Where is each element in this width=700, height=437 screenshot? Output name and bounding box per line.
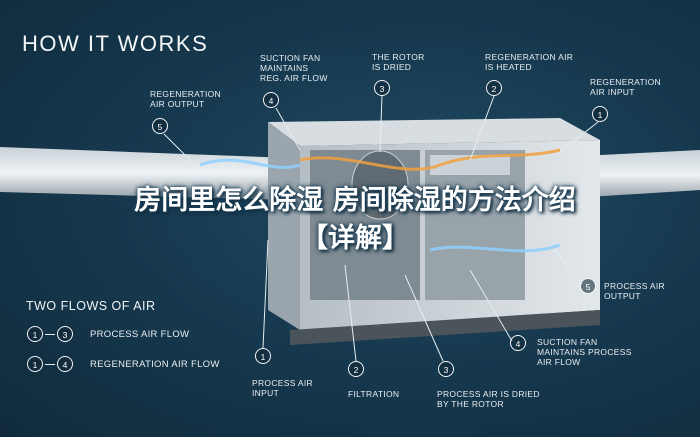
callout-process-air-dried-label: PROCESS AIR IS DRIED BY THE ROTOR [437, 389, 540, 409]
legend-flow-1-from-number: 1 [27, 326, 43, 342]
callout-process-air-output-label: PROCESS AIR OUTPUT [604, 281, 665, 301]
callout-reg-air-heated-number: 2 [486, 80, 502, 96]
overlay-caption: 房间里怎么除湿 房间除湿的方法介绍【详解】 [134, 185, 576, 254]
process-airflow-out [429, 243, 561, 253]
legend-flow-2-to-number: 4 [57, 356, 73, 372]
callout-regeneration-air-output-label: REGENERATION AIR OUTPUT [150, 89, 221, 109]
callout-suction-fan-process-number: 4 [510, 335, 526, 351]
callout-rotor-dried-label: THE ROTOR IS DRIED [372, 52, 425, 72]
callout-process-air-input-label: PROCESS AIR INPUT [252, 378, 313, 398]
callout-process-air-input-number: 1 [255, 348, 271, 364]
callout-regeneration-air-output-number: 5 [152, 118, 168, 134]
callout-reg-air-heated-label: REGENERATION AIR IS HEATED [485, 52, 574, 72]
unit-left-side [268, 122, 300, 330]
unit-base [290, 310, 600, 345]
page-title: HOW IT WORKS [22, 31, 209, 56]
process-airflow-in [199, 158, 301, 169]
legend-flow-1-dash [45, 334, 55, 335]
legend-flow-2-dash [45, 364, 55, 365]
legend-regeneration-air-flow: REGENERATION AIR FLOW [90, 359, 220, 370]
callout-filtration-label: FILTRATION [348, 389, 400, 399]
heater [430, 155, 510, 175]
regeneration-airflow [299, 148, 561, 171]
legend-process-air-flow: PROCESS AIR FLOW [90, 329, 190, 340]
legend-flow-1-to-number: 3 [57, 326, 73, 342]
callout-suction-fan-reg-label: SUCTION FAN MAINTAINS REG. AIR FLOW [260, 53, 328, 83]
legend-flow-2-from-number: 1 [27, 356, 43, 372]
callout-suction-fan-process-label: SUCTION FAN MAINTAINS PROCESS AIR FLOW [537, 337, 632, 367]
callout-reg-air-input-number: 1 [592, 106, 608, 122]
callout-process-air-dried-number: 3 [438, 361, 454, 377]
callout-rotor-dried-number: 3 [374, 80, 390, 96]
unit-top [268, 118, 600, 146]
callout-process-air-output-number: 5 [580, 278, 596, 294]
callout-suction-fan-reg-number: 4 [263, 92, 279, 108]
legend-title: TWO FLOWS OF AIR [26, 299, 156, 313]
callout-reg-air-input-label: REGENERATION AIR INPUT [590, 77, 661, 97]
callout-filtration-number: 2 [348, 361, 364, 377]
